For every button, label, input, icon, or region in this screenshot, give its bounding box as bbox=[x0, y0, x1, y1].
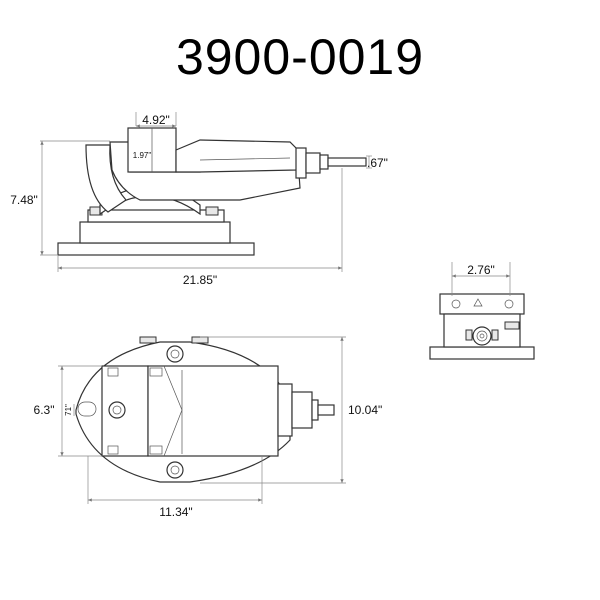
side-base-top bbox=[87, 209, 225, 223]
top-slot bbox=[77, 401, 97, 417]
dim-base-length: 11.34" bbox=[159, 505, 192, 519]
side-rail bbox=[175, 139, 299, 173]
dim-jaw-depth: 1.97" bbox=[133, 151, 152, 160]
top-center-bolt bbox=[108, 401, 126, 419]
end-jaw-top bbox=[439, 293, 525, 315]
end-screw-outer bbox=[472, 326, 492, 346]
end-jaw-screw-right bbox=[504, 299, 514, 309]
end-base-plate bbox=[429, 346, 535, 360]
side-handle-shaft bbox=[327, 157, 367, 167]
end-view: 2.76" bbox=[429, 262, 535, 360]
dim-slot: 71" bbox=[64, 404, 73, 416]
side-screw-block bbox=[295, 147, 307, 179]
end-label-plate bbox=[504, 321, 520, 330]
top-bolt-circle-lower bbox=[166, 461, 184, 479]
side-fixed-jaw bbox=[85, 144, 127, 213]
dim-slot-spacing: 6.3" bbox=[34, 403, 55, 417]
side-view: 4.92" 1.97" 7.48" 21.85" .67" bbox=[10, 112, 388, 287]
dim-end-width: 2.76" bbox=[467, 263, 495, 277]
top-bolt-circle-upper bbox=[166, 345, 184, 363]
end-jaw-screw-left bbox=[451, 299, 461, 309]
top-view: 6.3" 71" 10.04" 11.34" bbox=[34, 336, 382, 519]
side-base-plate bbox=[57, 242, 255, 256]
top-screw-nut bbox=[291, 391, 313, 429]
top-handle-shaft bbox=[317, 404, 335, 416]
dim-jaw-width: 4.92" bbox=[142, 113, 170, 127]
top-vise-body bbox=[147, 365, 279, 457]
top-bolt-1 bbox=[139, 336, 157, 344]
dim-depth: 10.04" bbox=[348, 403, 382, 417]
side-bolt-right bbox=[205, 206, 219, 216]
side-screw-nut bbox=[305, 152, 321, 174]
top-bolt-2 bbox=[191, 336, 209, 344]
side-swivel-base bbox=[79, 221, 231, 244]
top-screw-block bbox=[277, 383, 293, 437]
top-screw-collar bbox=[311, 399, 319, 421]
dim-handle: .67" bbox=[367, 156, 388, 170]
side-screw-collar bbox=[319, 154, 329, 170]
dim-height: 7.48" bbox=[10, 193, 38, 207]
page-title: 3900-0019 bbox=[175, 29, 425, 85]
dim-length: 21.85" bbox=[183, 273, 217, 287]
